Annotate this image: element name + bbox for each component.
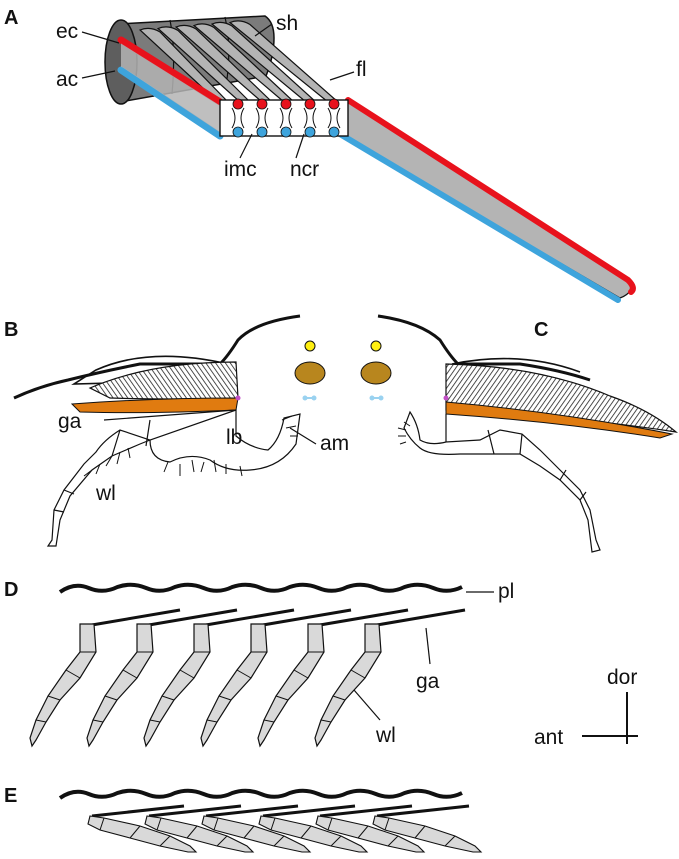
label-wl-d: wl bbox=[375, 724, 396, 747]
walking-leg-left bbox=[48, 410, 300, 546]
walking-leg bbox=[315, 624, 381, 746]
efferent-canal bbox=[329, 99, 339, 109]
efferent-canal bbox=[305, 99, 315, 109]
limb-series-d bbox=[30, 610, 465, 746]
afferent-canal bbox=[257, 127, 267, 137]
attachment-point-right bbox=[444, 396, 449, 401]
label-wl: wl bbox=[95, 482, 116, 505]
label-dor: dor bbox=[607, 666, 637, 689]
label-ga-d: ga bbox=[416, 670, 440, 693]
label-ac: ac bbox=[56, 68, 78, 91]
afferent-canal bbox=[329, 127, 339, 137]
efferent-canal bbox=[257, 99, 267, 109]
label-pl: pl bbox=[498, 580, 514, 603]
walking-leg-right bbox=[404, 412, 600, 552]
panel-letter-a: A bbox=[4, 7, 18, 29]
label-fl: fl bbox=[356, 58, 367, 81]
panel-letter-c: C bbox=[534, 319, 548, 341]
leader-wl-d bbox=[354, 690, 380, 720]
panel-letter-b: B bbox=[4, 319, 18, 341]
cross-section bbox=[220, 99, 348, 137]
afferent-canal bbox=[305, 127, 315, 137]
eye-right bbox=[361, 362, 391, 384]
blue-spots bbox=[303, 396, 384, 401]
eye-left bbox=[295, 362, 325, 384]
walking-leg bbox=[258, 624, 324, 746]
efferent-canal bbox=[281, 99, 291, 109]
afferent-canal bbox=[281, 127, 291, 137]
panel-a: A bbox=[4, 7, 633, 300]
attachment-point-left bbox=[236, 396, 241, 401]
afferent-canal bbox=[233, 127, 243, 137]
limb-series-e bbox=[88, 806, 481, 852]
panel-letter-e: E bbox=[4, 785, 17, 807]
walking-leg bbox=[30, 624, 96, 746]
panel-b-c: B C bbox=[4, 316, 676, 552]
efferent-canal bbox=[233, 99, 243, 109]
label-ec: ec bbox=[56, 20, 78, 43]
label-am: am bbox=[320, 432, 349, 455]
gill-base-left bbox=[72, 398, 238, 413]
walking-leg bbox=[144, 624, 210, 746]
ocellus-right bbox=[371, 341, 381, 351]
gill-lamellae-left bbox=[90, 362, 238, 399]
walking-leg bbox=[87, 624, 153, 746]
label-lb: lb bbox=[226, 426, 242, 449]
orientation-compass: dor ant bbox=[534, 666, 638, 749]
label-imc: imc bbox=[224, 158, 257, 181]
panel-d: D pl ga wl bbox=[4, 579, 514, 747]
afferent-channel-distal bbox=[340, 134, 618, 300]
pleural-line-e bbox=[60, 791, 462, 798]
panel-e: E bbox=[4, 785, 481, 852]
label-ga: ga bbox=[58, 410, 82, 433]
label-ncr: ncr bbox=[290, 158, 319, 181]
label-ant: ant bbox=[534, 726, 563, 749]
walking-leg bbox=[201, 624, 267, 746]
label-sh: sh bbox=[276, 12, 298, 35]
panel-letter-d: D bbox=[4, 579, 18, 601]
leader-ga-d bbox=[426, 628, 430, 664]
ocellus-left bbox=[305, 341, 315, 351]
pleural-line-d bbox=[60, 585, 462, 592]
